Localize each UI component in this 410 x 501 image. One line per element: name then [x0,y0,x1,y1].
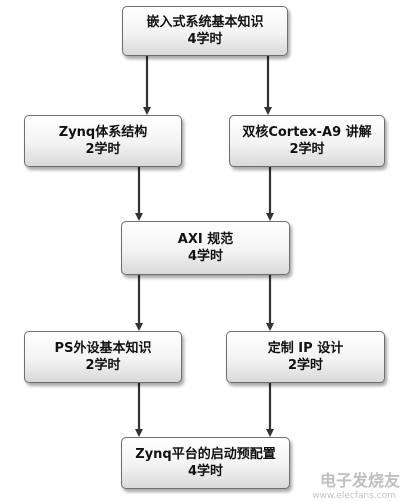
node-zynq-boot-hours: 4学时 [187,464,224,479]
node-zynq-boot: Zynq平台的启动预配置 4学时 [121,437,290,489]
node-zynq-boot-title: Zynq平台的启动预配置 [135,447,276,462]
node-zynq-architecture-hours: 2学时 [85,142,121,157]
node-embedded-basics-hours: 4学时 [187,32,223,47]
node-embedded-basics-title: 嵌入式系统基本知识 [146,15,264,30]
node-axi-spec: AXI 规范 4学时 [121,221,290,275]
flowchart-edges [135,56,274,437]
node-custom-ip: 定制 IP 设计 2学时 [226,331,385,383]
node-zynq-architecture: Zynq体系结构 2学时 [24,115,182,167]
node-embedded-basics: 嵌入式系统基本知识 4学时 [122,6,288,56]
node-cortex-a9: 双核Cortex-A9 讲解 2学时 [229,115,385,167]
watermark-url: www.elecfans.com [312,491,396,501]
node-ps-peripherals: PS外设基本知识 2学时 [24,331,182,383]
node-zynq-architecture-title: Zynq体系结构 [58,125,148,140]
node-cortex-a9-title: 双核Cortex-A9 讲解 [242,125,372,140]
node-ps-peripherals-hours: 2学时 [85,358,121,373]
node-cortex-a9-hours: 2学时 [289,142,325,157]
node-axi-spec-title: AXI 规范 [177,232,234,247]
node-custom-ip-title: 定制 IP 设计 [267,341,344,356]
node-custom-ip-hours: 2学时 [287,358,324,373]
watermark-logo: 电子发烧友 [319,471,400,490]
node-ps-peripherals-title: PS外设基本知识 [54,341,152,356]
node-axi-spec-hours: 4学时 [187,249,224,264]
